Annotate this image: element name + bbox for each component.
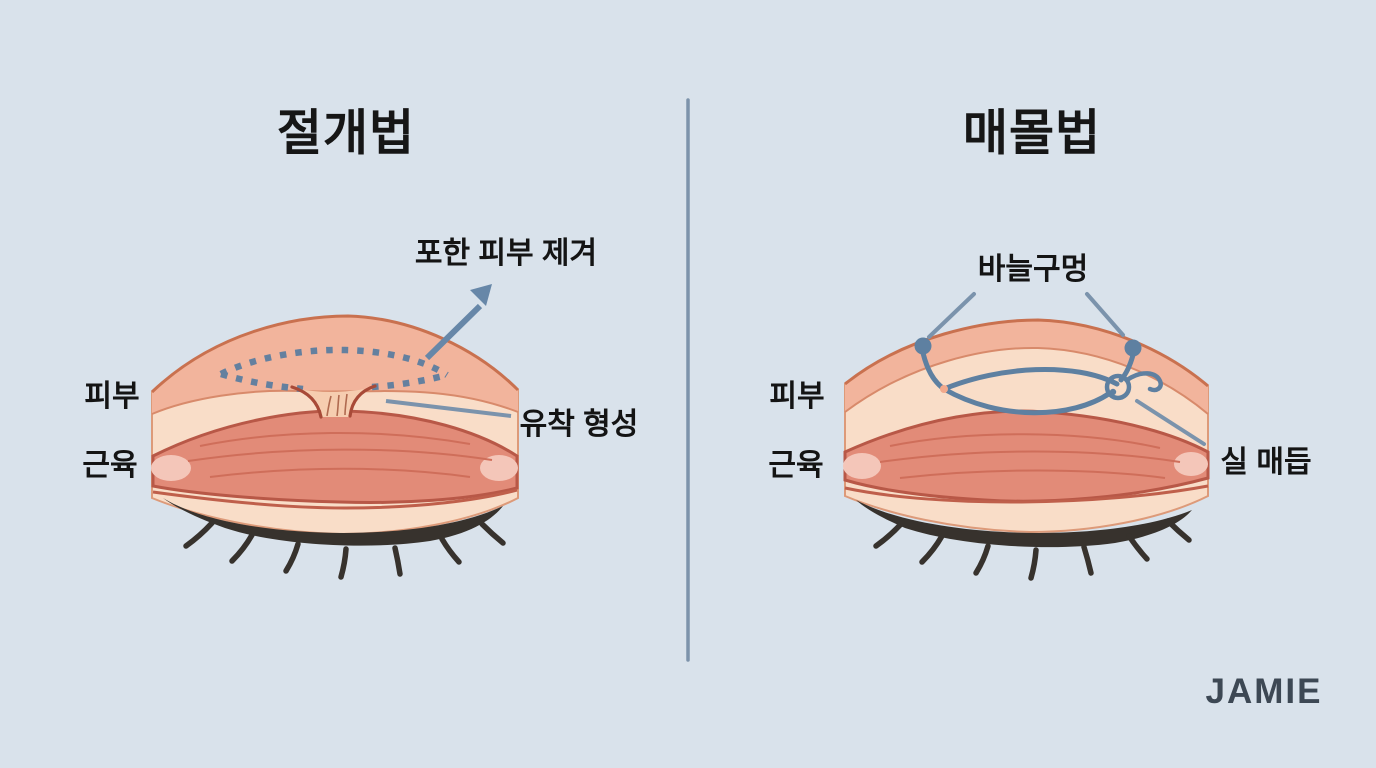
muscle-tip-highlight (843, 453, 881, 479)
incision-title: 절개법 (276, 106, 416, 161)
lower-fascia-line (844, 484, 1209, 504)
skin-label-right: 피부 (769, 380, 825, 413)
muscle-label-left: 근육 (82, 449, 138, 482)
muscle-tip-highlight (1174, 452, 1208, 476)
muscle-label-right: 근육 (768, 449, 824, 482)
needle-hole-dot-right (1124, 339, 1142, 357)
adhesion-leader-line (385, 399, 512, 418)
thread-knot-icon (1104, 371, 1163, 401)
muscle-fibers (187, 431, 493, 478)
burial-title: 매몰법 (962, 106, 1102, 161)
thread-entry-dot (940, 385, 948, 393)
needle-hole-label: 바늘구멍 (977, 253, 1089, 286)
needle-hole-dot-left (914, 337, 932, 355)
muscle-layer (843, 409, 1210, 503)
skin-surface-outline (150, 314, 520, 394)
upper-skin-band (845, 320, 1208, 414)
muscle-tip-highlight (151, 455, 191, 481)
lower-fascia-line (152, 488, 518, 510)
muscle-tip-highlight (480, 455, 518, 481)
upper-skin-fold (152, 316, 518, 414)
eyelash-line (856, 500, 1192, 581)
incision-diagram (150, 284, 520, 580)
leader-lines (927, 292, 1206, 446)
muscle-fibers (879, 433, 1181, 479)
adhesion-funnel (290, 384, 377, 419)
muscle-layer (151, 409, 519, 504)
skin-surface-outline (844, 318, 1209, 388)
eyelashes (183, 520, 506, 580)
eyelashes (873, 518, 1192, 581)
eyelash-line (163, 498, 506, 580)
skin-label-left: 피부 (84, 380, 140, 413)
arrow-up-right-icon (424, 284, 492, 361)
dashed-ellipse-icon (219, 346, 449, 393)
burial-diagram (843, 292, 1210, 581)
excess-skin-removal-label: 포한 피부 제겨 (414, 237, 598, 270)
thread-knot-label: 실 매듭 (1220, 446, 1312, 479)
adhesion-formation-label: 유착 형성 (519, 408, 639, 441)
watermark-signature: JAMIE (1205, 672, 1323, 711)
